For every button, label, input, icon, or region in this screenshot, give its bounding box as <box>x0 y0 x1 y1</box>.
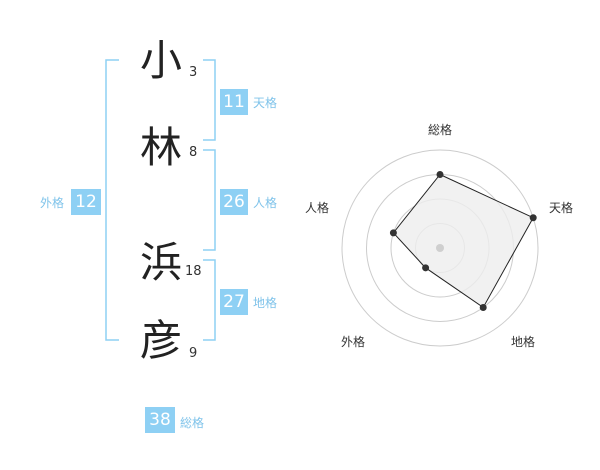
radar-point-0 <box>436 171 444 178</box>
chikaku-bracket <box>203 259 216 341</box>
radar-label-tenkaku: 天格 <box>549 201 574 215</box>
stroke-count-2: 8 <box>189 145 198 160</box>
tenkaku-value-badge: 11 <box>220 89 248 115</box>
name-char-4: 彦 <box>139 316 182 365</box>
radar-center-dot <box>436 244 444 252</box>
soukaku-value-badge: 38 <box>145 407 175 433</box>
radar-point-3 <box>422 264 430 272</box>
radar-label-gaikaku: 外格 <box>341 335 366 349</box>
chikaku-value-badge: 27 <box>220 289 248 315</box>
radar-point-4 <box>389 229 397 237</box>
gaikaku-label: 外格 <box>40 196 65 210</box>
name-char-2: 林 <box>139 123 182 172</box>
jinkaku-bracket <box>203 149 216 251</box>
radar-label-soukaku: 総格 <box>428 123 453 137</box>
name-char-3: 浜 <box>139 238 182 287</box>
stroke-count-4: 9 <box>189 346 198 361</box>
stroke-count-3: 18 <box>185 264 202 279</box>
gaikaku-value-badge: 12 <box>71 189 101 215</box>
jinkaku-value-badge: 26 <box>220 189 248 215</box>
radar-label-chikaku: 地格 <box>511 335 536 349</box>
tenkaku-label: 天格 <box>253 96 278 110</box>
chikaku-label: 地格 <box>253 296 278 310</box>
stroke-count-1: 3 <box>189 65 198 80</box>
radar-polygon <box>392 173 534 309</box>
jinkaku-label: 人格 <box>253 196 278 210</box>
tenkaku-bracket <box>203 59 216 141</box>
radar-point-1 <box>529 214 537 222</box>
radar-label-jinkaku: 人格 <box>305 201 330 215</box>
soukaku-label: 総格 <box>180 416 205 430</box>
name-char-1: 小 <box>139 36 182 85</box>
radar-ring <box>341 149 539 347</box>
radar-point-2 <box>479 303 487 311</box>
gaikaku-bracket <box>105 59 119 341</box>
